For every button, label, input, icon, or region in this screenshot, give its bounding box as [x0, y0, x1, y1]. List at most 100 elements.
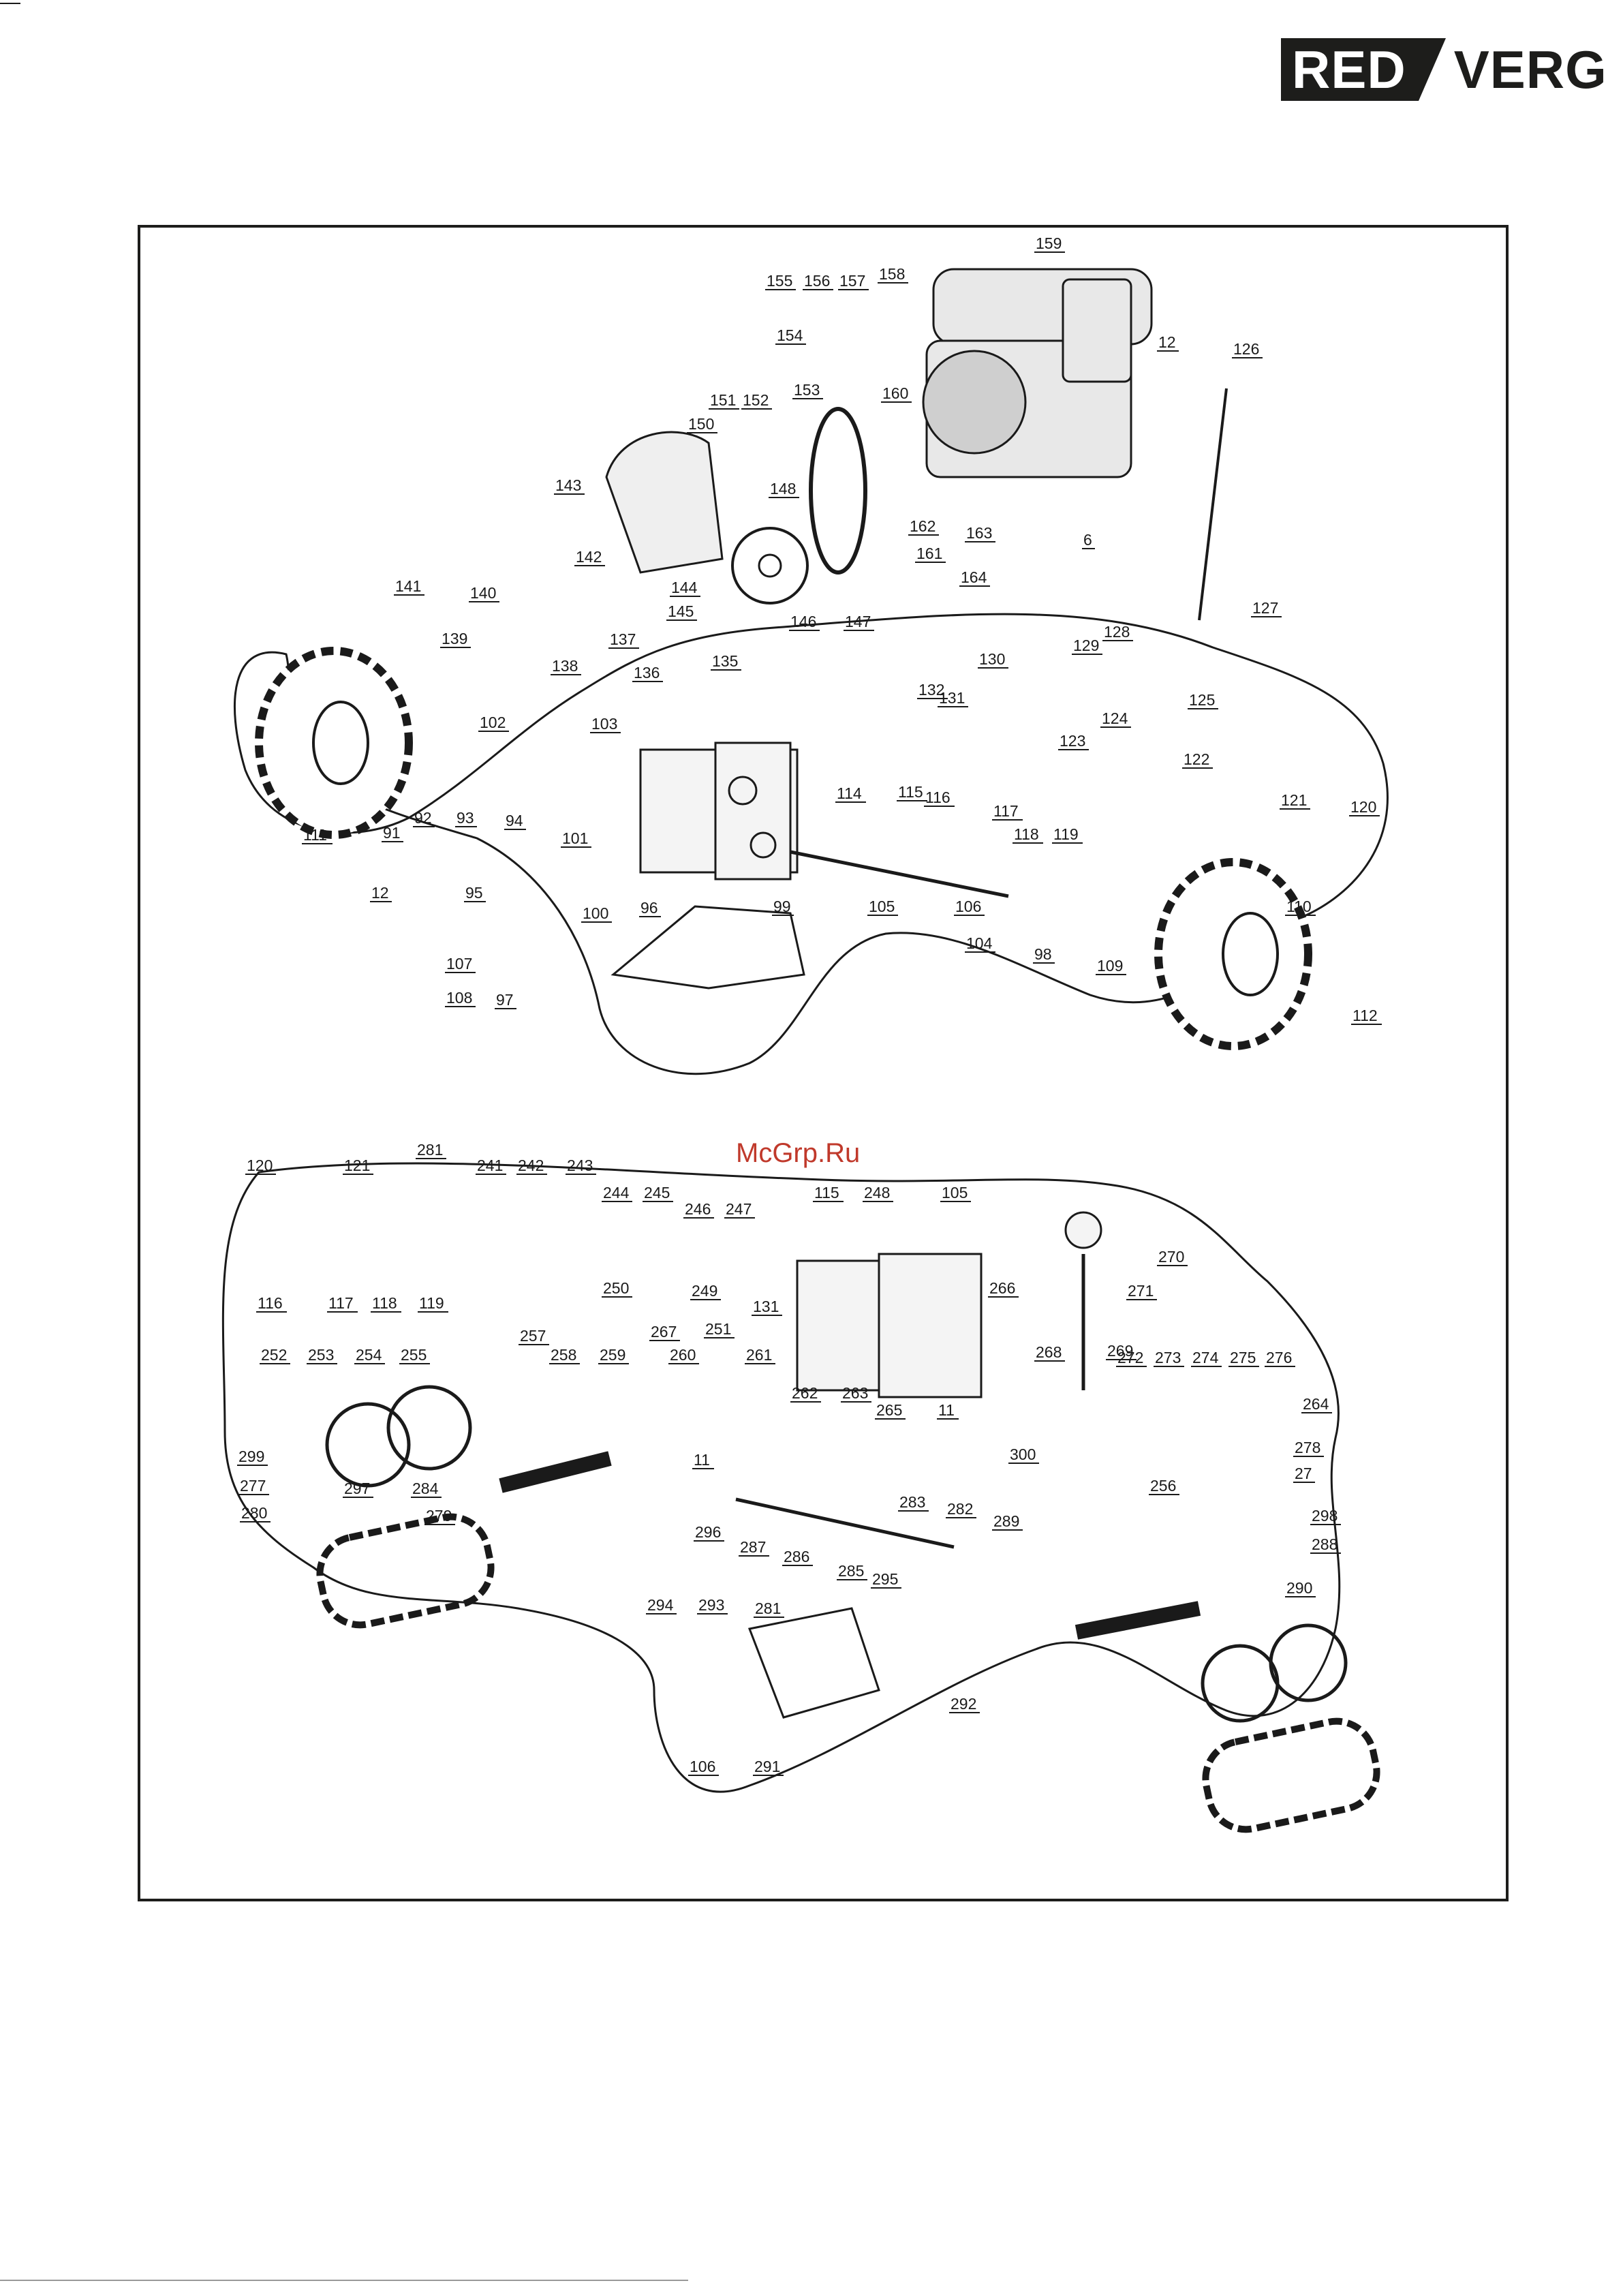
callout-upper-9: 151 — [710, 391, 736, 409]
callout-upper-15: 162 — [910, 517, 936, 535]
callout-upper-40: 131 — [939, 689, 965, 707]
callout-lower-51: 27 — [1295, 1465, 1312, 1482]
callout-upper-16: 163 — [966, 524, 992, 542]
callout-lower-58: 296 — [695, 1523, 721, 1541]
engine-air-filter — [1062, 278, 1132, 383]
callout-lower-54: 284 — [412, 1480, 439, 1497]
left-track — [316, 1513, 495, 1629]
diagram-frame — [138, 225, 1509, 1901]
callout-upper-53: 93 — [457, 809, 474, 827]
callout-upper-31: 128 — [1104, 623, 1130, 641]
drive-belt — [809, 407, 867, 575]
callout-lower-64: 286 — [784, 1548, 809, 1565]
callout-upper-11: 160 — [882, 384, 908, 402]
callout-lower-62: 288 — [1312, 1535, 1338, 1553]
callout-lower-48: 299 — [238, 1448, 264, 1465]
callout-lower-73: 291 — [754, 1758, 780, 1775]
skid-plate-upper — [610, 905, 805, 990]
callout-upper-33: 130 — [979, 650, 1005, 668]
callout-upper-0: 159 — [1036, 234, 1062, 252]
callout-upper-52: 92 — [414, 809, 432, 827]
right-track — [1202, 1717, 1380, 1833]
callout-upper-71: 112 — [1352, 1007, 1378, 1024]
callout-lower-7: 245 — [644, 1184, 670, 1201]
callout-lower-69: 281 — [755, 1599, 781, 1617]
callout-lower-72: 106 — [690, 1758, 715, 1775]
callout-lower-32: 260 — [670, 1346, 696, 1364]
callout-upper-17: 6 — [1083, 531, 1092, 549]
callout-upper-19: 164 — [961, 568, 987, 586]
callout-lower-67: 294 — [647, 1596, 674, 1614]
lower-gearbox-housing — [796, 1253, 983, 1398]
callout-lower-2: 121 — [344, 1157, 370, 1174]
skid-plate-lower — [747, 1607, 880, 1719]
callout-upper-63: 107 — [446, 955, 472, 973]
callout-upper-34: 125 — [1189, 691, 1215, 709]
callout-lower-13: 116 — [258, 1294, 283, 1312]
callout-upper-54: 94 — [506, 812, 523, 829]
control-rod — [1198, 388, 1228, 621]
callout-lower-34: 262 — [792, 1384, 818, 1402]
callout-lower-30: 258 — [551, 1346, 576, 1364]
callout-lower-11: 248 — [864, 1184, 890, 1201]
callout-upper-37: 135 — [712, 652, 738, 670]
footer-line — [0, 2280, 688, 2281]
callout-lower-23: 271 — [1128, 1282, 1154, 1300]
callout-lower-28: 254 — [356, 1346, 382, 1364]
callout-lower-15: 118 — [372, 1294, 397, 1312]
callout-upper-35: 124 — [1102, 709, 1128, 727]
callout-lower-47: 300 — [1010, 1445, 1036, 1463]
callout-upper-5: 154 — [777, 326, 803, 344]
callout-lower-25: 257 — [520, 1327, 546, 1345]
callout-upper-39: 132 — [918, 681, 944, 699]
left-track-drive-wheel — [325, 1402, 411, 1488]
callout-lower-18: 249 — [692, 1282, 717, 1300]
callout-lower-52: 256 — [1150, 1477, 1176, 1495]
callout-upper-60: 99 — [773, 898, 791, 915]
callout-upper-70: 110 — [1286, 898, 1312, 915]
callout-lower-36: 268 — [1036, 1343, 1062, 1361]
large-pulley-hub — [758, 553, 782, 578]
callout-lower-43: 264 — [1303, 1395, 1329, 1413]
callout-lower-29: 255 — [401, 1346, 427, 1364]
callout-upper-24: 145 — [668, 602, 694, 620]
callout-lower-9: 247 — [726, 1200, 752, 1218]
track-frame-right — [1075, 1601, 1201, 1640]
large-pulley — [731, 527, 809, 604]
callout-upper-64: 96 — [640, 899, 658, 917]
callout-lower-53: 297 — [344, 1480, 370, 1497]
upper-assembly-outline — [234, 613, 1389, 1075]
callout-upper-65: 104 — [966, 934, 993, 952]
callout-upper-27: 127 — [1252, 599, 1278, 617]
callout-lower-20: 251 — [705, 1320, 731, 1338]
callout-lower-65: 285 — [838, 1562, 864, 1580]
callout-lower-56: 282 — [947, 1500, 973, 1518]
callout-upper-62: 106 — [955, 898, 981, 915]
callout-lower-59: 279 — [426, 1507, 452, 1525]
callout-lower-22: 266 — [989, 1279, 1015, 1297]
callout-lower-10: 115 — [814, 1184, 839, 1201]
callout-lower-4: 242 — [518, 1157, 544, 1174]
watermark: McGrp.Ru — [736, 1138, 860, 1168]
callout-upper-22: 140 — [470, 584, 496, 602]
callout-lower-12: 105 — [942, 1184, 968, 1201]
callout-lower-55: 283 — [899, 1493, 925, 1511]
callout-upper-61: 105 — [869, 898, 895, 915]
callout-upper-56: 101 — [562, 829, 588, 847]
callout-upper-28: 139 — [442, 630, 467, 647]
lower-axle — [735, 1497, 955, 1549]
callout-lower-3: 241 — [477, 1157, 503, 1174]
callout-lower-33: 261 — [746, 1346, 772, 1364]
callout-lower-24: 267 — [651, 1323, 677, 1341]
callout-lower-16: 119 — [419, 1294, 444, 1312]
callout-upper-4: 158 — [879, 265, 905, 283]
callout-upper-46: 117 — [993, 802, 1019, 820]
callout-lower-71: 292 — [950, 1695, 976, 1713]
callout-upper-58: 95 — [465, 884, 483, 902]
callout-upper-68: 98 — [1034, 945, 1052, 963]
left-wheel — [255, 647, 413, 839]
callout-upper-43: 114 — [837, 784, 862, 802]
shift-lever-knob — [1064, 1211, 1102, 1249]
